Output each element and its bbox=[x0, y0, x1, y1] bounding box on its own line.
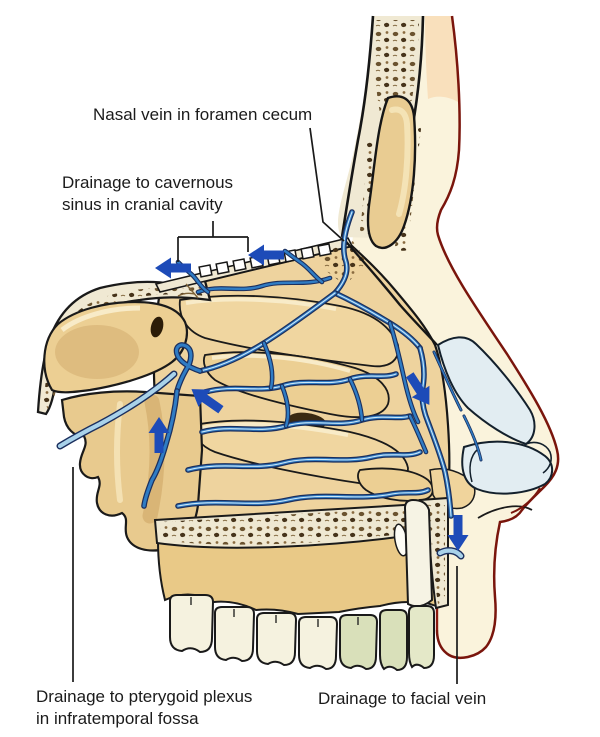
label-facial-vein: Drainage to facial vein bbox=[318, 688, 486, 710]
vein-segment bbox=[280, 384, 290, 428]
vein-segment bbox=[187, 451, 421, 471]
vein-segment bbox=[204, 373, 397, 393]
nostril-sill-line bbox=[477, 505, 533, 519]
label-cavernous-sinus: Drainage to cavernous sinus in cranial c… bbox=[62, 172, 233, 216]
teeth bbox=[169, 498, 435, 672]
skin-outline bbox=[435, 15, 560, 659]
alar-cartilage bbox=[461, 440, 554, 495]
nasal-cartilage bbox=[436, 336, 554, 495]
frontal-bone bbox=[320, 15, 438, 346]
leader-foramen-cecum bbox=[309, 127, 345, 242]
label-foramen-cecum-text: Nasal vein in foramen cecum bbox=[93, 105, 313, 124]
label-foramen-cecum: Nasal vein in foramen cecum bbox=[93, 104, 312, 126]
leader-lines bbox=[72, 127, 458, 684]
vein-segment bbox=[437, 548, 464, 559]
vein-segment bbox=[262, 341, 274, 390]
vein-segment bbox=[196, 276, 332, 294]
incisor-root bbox=[403, 498, 434, 608]
hard-palate bbox=[153, 496, 449, 616]
vein-segment bbox=[433, 351, 462, 411]
label-facial-vein-text: Drainage to facial vein bbox=[318, 689, 487, 708]
cribriform-plate bbox=[154, 237, 354, 299]
vein-segment bbox=[283, 249, 324, 284]
arrow-to-cavernous-sinus-1 bbox=[155, 257, 191, 279]
label-pterygoid-line2: in infratemporal fossa bbox=[36, 709, 199, 728]
vein-segment bbox=[348, 377, 364, 422]
label-cavernous-line1: Drainage to cavernous bbox=[62, 173, 234, 192]
label-pterygoid-line1: Drainage to pterygoid plexus bbox=[36, 687, 253, 706]
label-cavernous-line2: sinus in cranial cavity bbox=[62, 195, 223, 214]
vein-segment bbox=[201, 415, 411, 433]
vein-segment bbox=[408, 414, 428, 454]
leader-cavernous-bracket bbox=[177, 221, 249, 262]
skin-top-tint bbox=[425, 16, 458, 102]
vein-segment bbox=[175, 343, 202, 393]
vein-segment bbox=[419, 347, 452, 517]
label-pterygoid-plexus: Drainage to pterygoid plexus in infratem… bbox=[36, 686, 252, 730]
vein-segment bbox=[57, 371, 177, 449]
vein-segment bbox=[177, 489, 429, 507]
vein-segment bbox=[334, 211, 353, 294]
nasal-dorsum-line bbox=[341, 236, 438, 346]
vein-segment bbox=[142, 389, 179, 508]
vein-segment bbox=[388, 321, 420, 424]
vein-network bbox=[56, 209, 483, 560]
vein-segment bbox=[463, 415, 482, 461]
lateral-nasal-cartilage bbox=[436, 336, 536, 446]
frontal-spongy-bone bbox=[374, 20, 419, 113]
alar-crease-line bbox=[510, 487, 541, 514]
frontal-sinus bbox=[366, 95, 417, 249]
sphenoid-bone-complex bbox=[36, 279, 212, 552]
